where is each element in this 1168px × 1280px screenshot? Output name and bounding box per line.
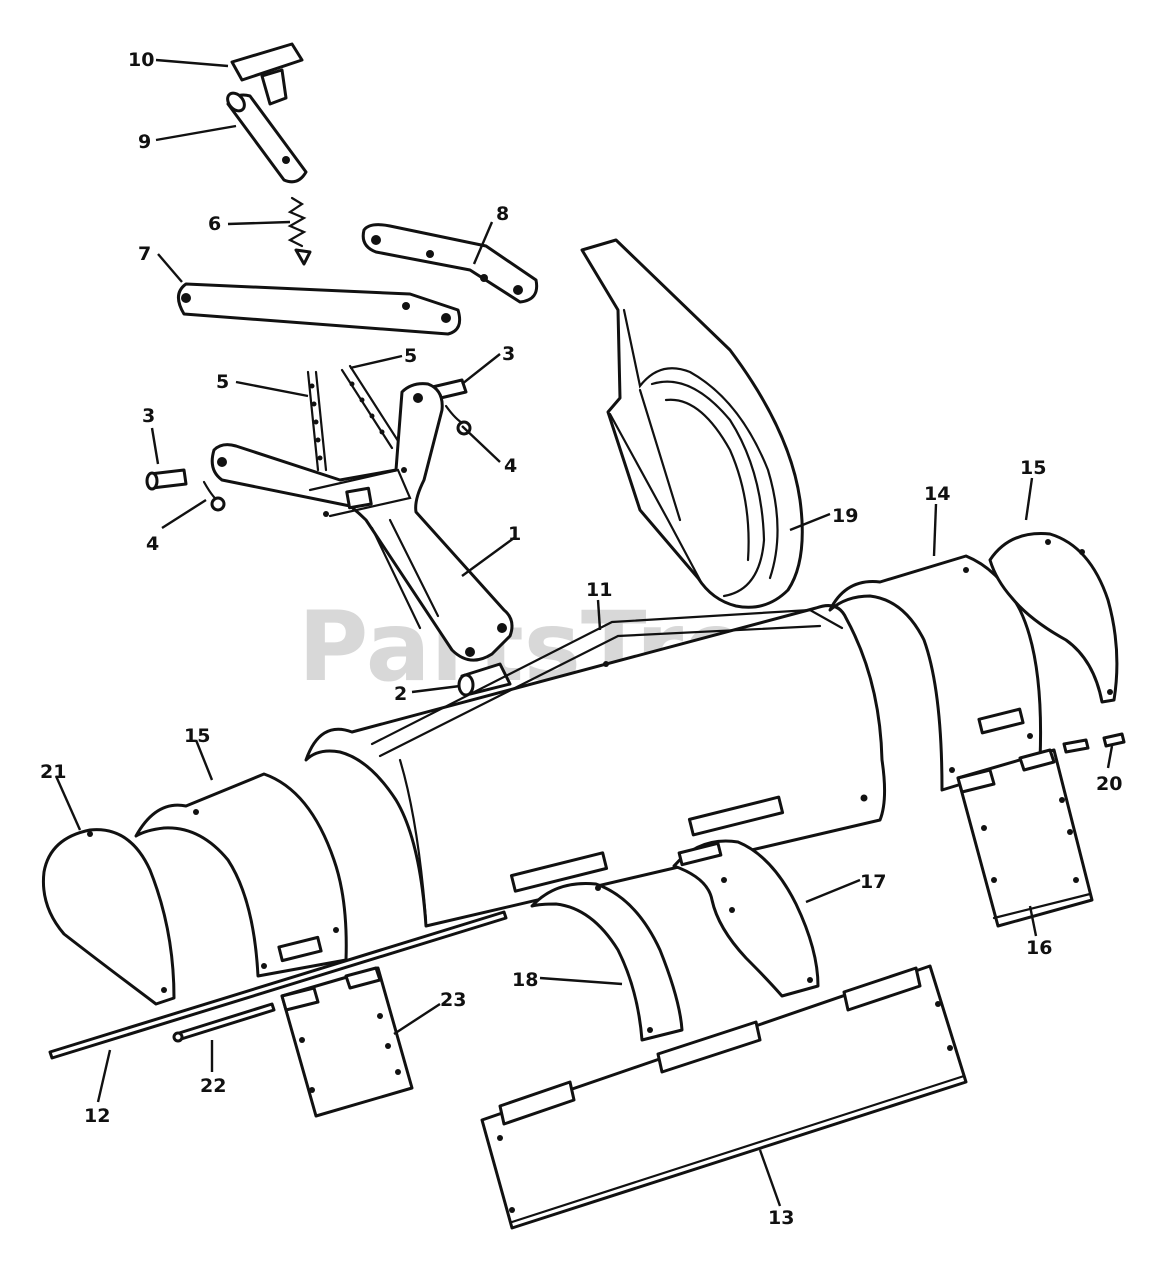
callout-10: 10: [128, 49, 154, 71]
part-6-spring: [287, 196, 312, 266]
callout-2: 2: [394, 683, 407, 705]
part-13-bottom-plate: [480, 964, 968, 1230]
part-3-pin-left: [145, 468, 188, 491]
callout-22: 22: [200, 1075, 226, 1097]
callout-11: 11: [586, 579, 612, 601]
callout-1: 1: [508, 523, 521, 545]
callout-14: 14: [924, 483, 950, 505]
part-12-rod: [48, 910, 508, 1060]
part-8-link-bar: [361, 223, 539, 304]
callout-4-left: 4: [146, 533, 159, 555]
leader-lines: [54, 58, 1114, 1207]
part-1-y-frame: [210, 382, 514, 662]
callout-23: 23: [440, 989, 466, 1011]
callout-9: 9: [138, 131, 151, 153]
callouts: 10 9 6 8 7 5 5 3 3 4 4 1 2 19 11 14 15 1…: [40, 49, 1122, 1229]
callout-19: 19: [832, 505, 858, 527]
part-23-side-plate: [280, 966, 414, 1118]
part-17-cover: [672, 839, 820, 998]
callout-5-right: 5: [404, 345, 417, 367]
part-5-chain-right: [340, 364, 402, 450]
callout-7: 7: [138, 243, 151, 265]
callout-8: 8: [496, 203, 509, 225]
part-15-end-cap-left: [41, 828, 176, 1006]
callout-18: 18: [512, 969, 538, 991]
callout-5-left: 5: [216, 371, 229, 393]
callout-6: 6: [208, 213, 221, 235]
part-20-pin: [1062, 732, 1126, 754]
callout-20: 20: [1096, 773, 1122, 795]
part-16-side-plate: [956, 748, 1094, 928]
callout-15-left: 21: [40, 761, 66, 783]
callout-13: 13: [768, 1207, 794, 1229]
part-5-chain-left: [306, 370, 328, 472]
callout-4-right: 4: [504, 455, 517, 477]
part-19-belt-guard: [580, 238, 804, 609]
part-18-shield: [530, 881, 684, 1042]
callout-21: 15: [184, 725, 210, 747]
part-9-pin: [226, 91, 308, 184]
callout-3-left: 3: [142, 405, 155, 427]
callout-15-right: 15: [1020, 457, 1046, 479]
callout-17: 17: [860, 871, 886, 893]
part-7-link-bar: [177, 282, 462, 336]
part-10-t-handle: [230, 42, 304, 106]
part-15-end-cap-right: [988, 532, 1119, 704]
callout-3-right: 3: [502, 343, 515, 365]
part-4-clip-left: [202, 480, 226, 512]
part-22-rod: [172, 1002, 276, 1043]
callout-12: 12: [84, 1105, 110, 1127]
callout-16: 16: [1026, 937, 1052, 959]
